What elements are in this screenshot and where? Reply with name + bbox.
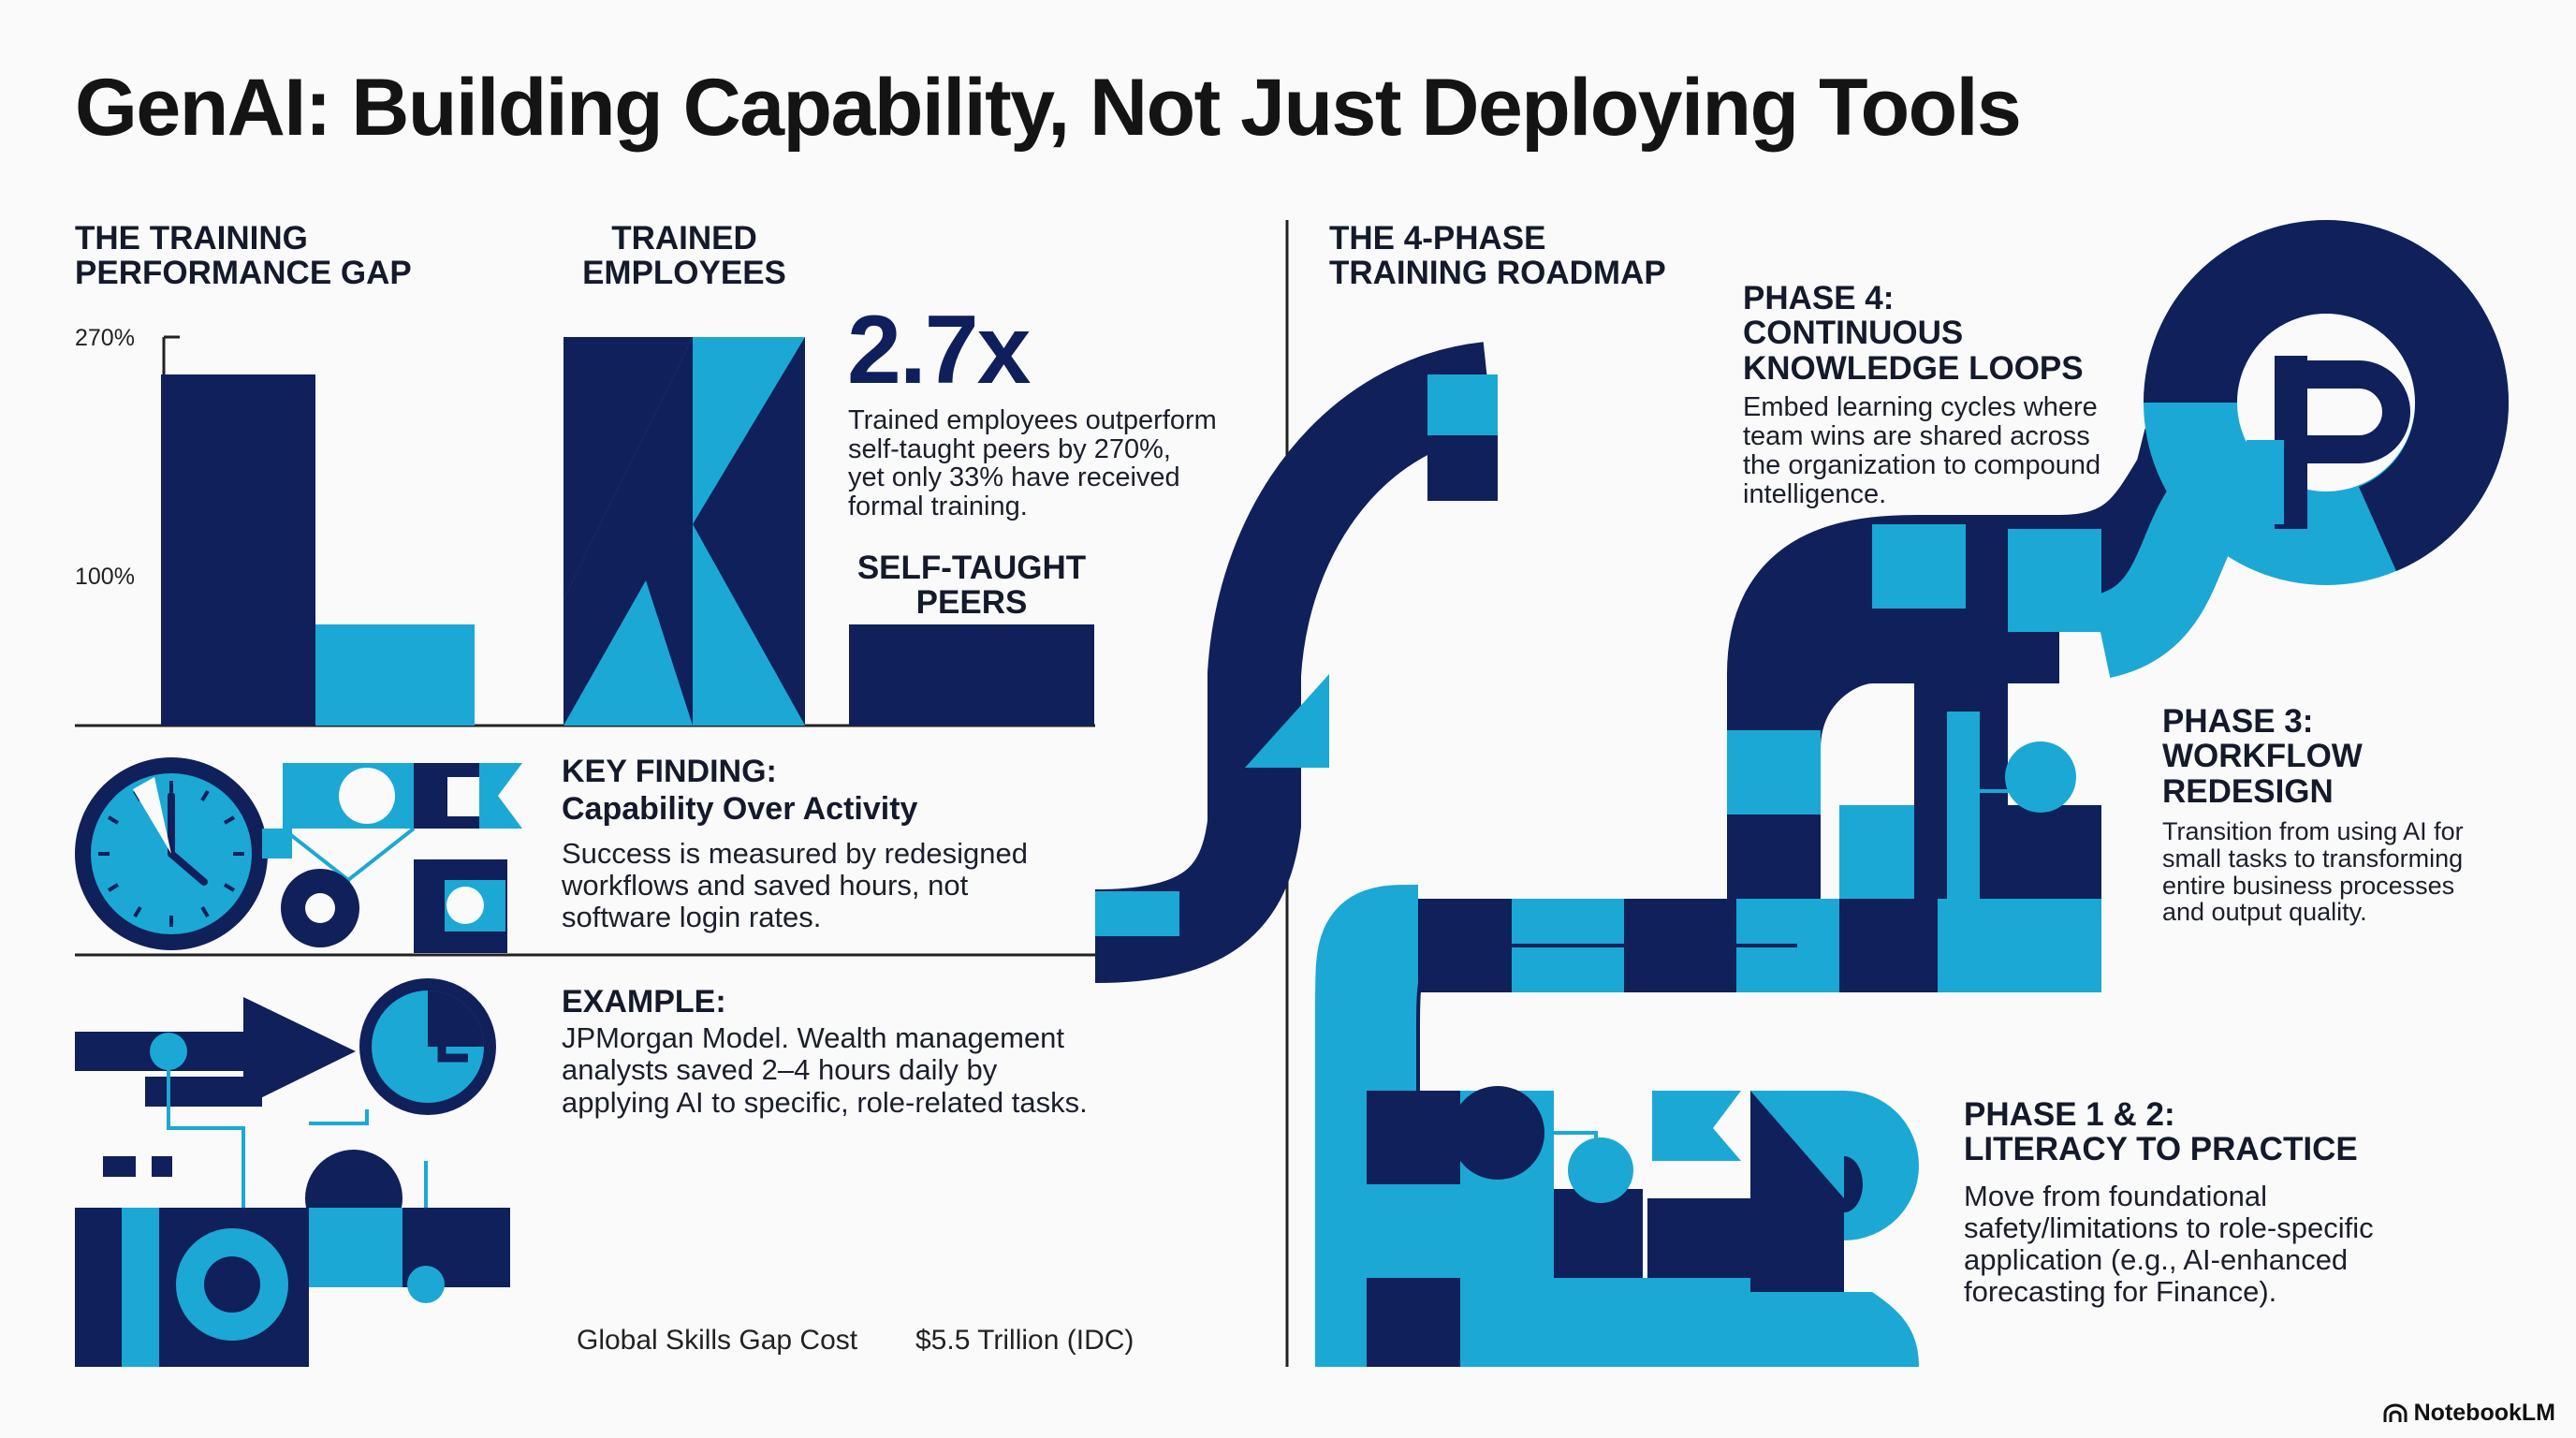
phase4-block: PHASE 4: CONTINUOUS KNOWLEDGE LOOPS Embe… xyxy=(1743,281,2145,508)
phase3-line: and output quality. xyxy=(2162,898,2367,927)
example-block: EXAMPLE: JPMorgan Model. Wealth manageme… xyxy=(562,985,1142,1119)
phase12-block: PHASE 1 & 2: LITERACY TO PRACTICE Move f… xyxy=(1964,1097,2488,1308)
phase3-title-line: PHASE 3: xyxy=(2162,703,2314,740)
phase4-line: intelligence. xyxy=(1743,478,1887,509)
phase3-line: Transition from using AI for xyxy=(2162,817,2464,846)
brand-mark: NotebookLM xyxy=(2382,1400,2555,1427)
key-finding-graphic xyxy=(75,757,522,953)
key-finding-line: software login rates. xyxy=(562,900,822,933)
footer-label: Global Skills Gap Cost xyxy=(577,1325,858,1356)
phase3-line: entire business processes xyxy=(2162,871,2455,900)
gap-heading-line1: THE TRAINING xyxy=(75,220,308,257)
example-line: JPMorgan Model. Wealth management xyxy=(562,1021,1065,1055)
phase12-line: forecasting for Finance). xyxy=(1964,1275,2277,1309)
self-taught-peers-bar xyxy=(849,624,1094,726)
phase4-line: team wins are shared across xyxy=(1743,421,2090,452)
notebooklm-logo-icon xyxy=(2383,1403,2408,1422)
timer-icon xyxy=(359,978,496,1115)
phase12-title-line: LITERACY TO PRACTICE xyxy=(1964,1131,2358,1168)
key-finding-line: workflows and saved hours, not xyxy=(562,868,969,902)
big-stat: 2.7x xyxy=(847,296,1031,404)
stat-line: self-taught peers by 270%, xyxy=(848,433,1171,464)
brand-name: NotebookLM xyxy=(2413,1400,2555,1426)
roadmap-heading-line1: THE 4-PHASE xyxy=(1329,220,1546,257)
phase3-title-line: WORKFLOW xyxy=(2162,738,2363,775)
key-finding-heading: KEY FINDING: xyxy=(562,754,777,789)
key-finding-block: KEY FINDING: Capability Over Activity Su… xyxy=(562,755,1086,933)
stat-line: Trained employees outperform xyxy=(848,405,1217,435)
stat-description: Trained employees outperform self-taught… xyxy=(848,406,1251,521)
trained-label-line1: TRAINED xyxy=(611,220,757,257)
bar-self-taught xyxy=(315,624,475,726)
trained-employees-label: TRAINED EMPLOYEES xyxy=(564,221,805,291)
example-line: analysts saved 2–4 hours daily by xyxy=(562,1053,998,1087)
clock-icon xyxy=(75,757,268,950)
self-taught-label-line1: SELF-TAUGHT xyxy=(856,550,1087,586)
bar-trained xyxy=(161,374,315,726)
phase4-line: Embed learning cycles where xyxy=(1743,392,2098,423)
example-graphic xyxy=(75,978,510,1367)
stat-line: formal training. xyxy=(848,492,1028,522)
roadmap-path-graphic xyxy=(1094,220,2509,1367)
footer-value: $5.5 Trillion (IDC) xyxy=(915,1325,1134,1356)
phase4-line: the organization to compound xyxy=(1743,449,2101,480)
tick-270: 270% xyxy=(75,325,135,351)
roadmap-heading-line2: TRAINING ROADMAP xyxy=(1329,255,1666,292)
phase3-block: PHASE 3: WORKFLOW REDESIGN Transition fr… xyxy=(2162,704,2518,926)
key-finding-subheading: Capability Over Activity xyxy=(562,791,918,828)
page-title: GenAI: Building Capability, Not Just Dep… xyxy=(75,63,2022,153)
phase12-line: Move from foundational xyxy=(1964,1179,2267,1212)
trained-label-line2: EMPLOYEES xyxy=(582,255,786,292)
performance-gap-chart xyxy=(75,335,1095,727)
gap-heading: THE TRAINING PERFORMANCE GAP xyxy=(75,221,412,291)
gap-heading-line2: PERFORMANCE GAP xyxy=(75,255,412,292)
example-heading: EXAMPLE: xyxy=(562,984,726,1020)
example-line: applying AI to specific, role-related ta… xyxy=(562,1085,1088,1119)
self-taught-label: SELF-TAUGHT PEERS xyxy=(849,550,1094,621)
phase4-title-line: PHASE 4: xyxy=(1743,280,1895,316)
trained-employees-graphic xyxy=(564,337,805,726)
phase4-title-line: KNOWLEDGE LOOPS xyxy=(1743,349,2084,387)
self-taught-label-line2: PEERS xyxy=(915,584,1028,622)
roadmap-heading: THE 4-PHASE TRAINING ROADMAP xyxy=(1329,221,1666,291)
tick-100: 100% xyxy=(75,564,135,590)
phase12-title-line: PHASE 1 & 2: xyxy=(1964,1096,2175,1133)
phase12-line: application (e.g., AI-enhanced xyxy=(1964,1243,2349,1277)
phase3-title-line: REDESIGN xyxy=(2162,772,2334,810)
phase4-title-line: CONTINUOUS xyxy=(1743,315,1964,352)
stat-line: yet only 33% have received xyxy=(848,462,1180,493)
phase12-line: safety/limitations to role-specific xyxy=(1964,1211,2374,1244)
phase3-line: small tasks to transforming xyxy=(2162,844,2464,873)
arrow-icon xyxy=(75,997,356,1107)
key-finding-line: Success is measured by redesigned xyxy=(562,836,1028,870)
